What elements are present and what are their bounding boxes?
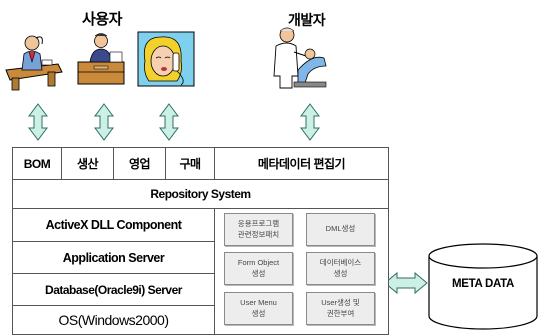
module-user-auth-label: User생성 및 권한부여	[321, 298, 360, 318]
meta-data-cylinder	[428, 243, 538, 330]
metadata-editor-box: 메타데이터 편집기	[214, 147, 389, 180]
editor-arrow	[300, 103, 320, 141]
production-label: 생산	[76, 157, 99, 171]
purchase-box: 구매	[165, 147, 215, 180]
businessman-at-desk-icon	[5, 35, 63, 91]
database-layer: Database(Oracle9i) Server	[12, 273, 215, 306]
database-label: Database(Oracle9i) Server	[45, 282, 182, 297]
production-box: 생산	[61, 147, 114, 180]
os-label: OS(Windows2000)	[58, 312, 170, 328]
sales-label: 영업	[128, 157, 151, 171]
woman-on-phone-icon	[137, 31, 195, 87]
module-db-gen: 데이터베이스 생성	[306, 252, 375, 285]
sales-box: 영업	[113, 147, 166, 180]
module-form-object: Form Object 생성	[224, 252, 293, 285]
meta-data-label: META DATA	[451, 278, 515, 290]
users-label: 사용자	[82, 11, 122, 28]
bom-arrow	[28, 103, 48, 141]
production-arrow	[94, 103, 114, 141]
repository-system-label: Repository System	[150, 187, 251, 201]
purchase-label: 구매	[179, 157, 201, 171]
bom-box: BOM	[12, 147, 62, 180]
module-user-menu: User Menu 생성	[224, 292, 293, 325]
module-app-info: 응용프로그램 관련정보패치	[224, 213, 293, 246]
bom-label: BOM	[23, 156, 51, 171]
activex-label: ActiveX DLL Component	[45, 218, 182, 232]
app-server-layer: Application Server	[12, 241, 215, 274]
module-user-menu-label: User Menu 생성	[240, 298, 277, 318]
module-app-info-label: 응용프로그램 관련정보패치	[237, 219, 280, 239]
module-db-gen-label: 데이터베이스 생성	[319, 258, 362, 278]
worker-at-desk-icon	[77, 33, 125, 85]
doctor-with-patient-icon	[273, 27, 327, 89]
meta-data-arrow	[384, 271, 428, 295]
repository-system-box: Repository System	[12, 179, 389, 209]
module-user-auth: User생성 및 권한부여	[306, 292, 375, 325]
os-layer: OS(Windows2000)	[12, 305, 215, 335]
module-dml: DML생성	[306, 213, 375, 246]
activex-layer: ActiveX DLL Component	[12, 208, 215, 242]
module-dml-label: DML생성	[325, 224, 356, 234]
metadata-editor-label: 메타데이터 편집기	[257, 157, 346, 171]
module-form-object-label: Form Object 생성	[237, 258, 280, 278]
developer-label: 개발자	[288, 12, 326, 28]
sales-arrow	[159, 103, 179, 141]
app-server-label: Application Server	[62, 250, 165, 265]
